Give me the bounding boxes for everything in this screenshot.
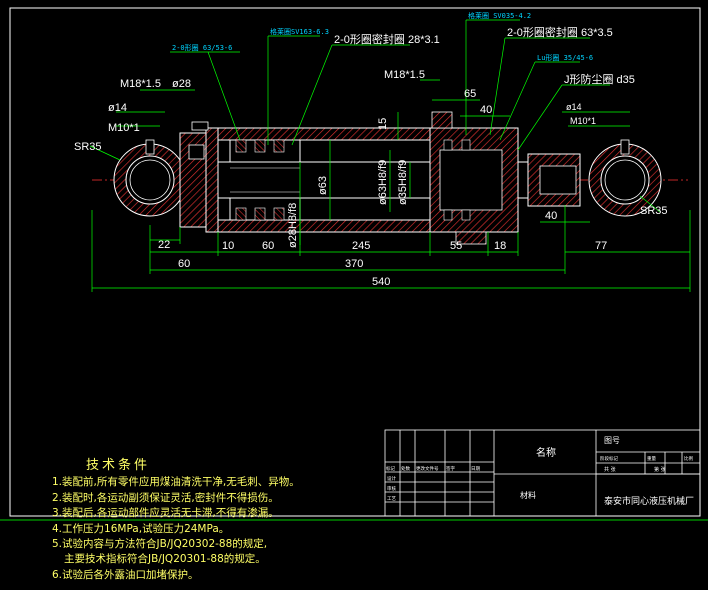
dim-40-top: 40 [480, 104, 492, 116]
note-line-1: 1.装配前,所有零件应用煤油清洗干净,无毛刺、异物。 [52, 476, 300, 489]
tb-right-0: 阶段标记 [600, 455, 618, 462]
label-phi14-right: ø14 [566, 102, 582, 112]
label-phi28: ø28 [172, 78, 191, 90]
note-line-7: 6.试验后各外露油口加堵保护。 [52, 568, 199, 581]
callout-7: J形防尘圈 d35 [564, 72, 635, 86]
dim-65: 65 [464, 88, 476, 100]
callout-4: 格莱圈 SV035-4.2 [468, 11, 531, 20]
label-phi63: ø63 [317, 176, 329, 195]
title-block [384, 429, 701, 517]
tb-role-2: 工艺 [387, 496, 396, 502]
technical-notes: 技术条件 1.装配前,所有零件应用煤油清洗干净,无毛刺、异物。 2.装配时,各运… [52, 458, 300, 583]
label-sr35-left: SR35 [74, 141, 102, 153]
tb-mark-2: 更改文件号 [416, 465, 439, 472]
label-sr35-right: SR35 [640, 205, 668, 217]
tb-drawing-no: 图号 [604, 436, 620, 445]
label-phi14-left: ø14 [108, 102, 127, 114]
dim-245: 245 [352, 240, 370, 252]
tb-name-label: 名称 [536, 446, 556, 459]
tb-role-0: 设计 [387, 475, 396, 482]
label-m10-left: M10*1 [108, 122, 140, 134]
dim-overall: 540 [372, 276, 390, 288]
left-clevis [113, 139, 187, 217]
label-m10-right: M10*1 [570, 116, 596, 126]
tb-role-1: 审核 [387, 485, 396, 492]
tb-mark-3: 签字 [446, 465, 455, 472]
tb-mark-4: 日期 [471, 466, 480, 472]
dim-77: 77 [595, 240, 607, 252]
callout-5: 2-0形圈密封圈 63*3.5 [507, 25, 613, 39]
tb-sheet-no: 第 张 [654, 466, 666, 473]
dim-55: 55 [450, 240, 462, 252]
left-end-cap [179, 127, 219, 233]
notes-title: 技术条件 [86, 458, 151, 473]
label-phi28h8: ø28H8/f8 [287, 203, 299, 248]
tb-mark-0: 标记 [386, 465, 395, 472]
tb-right-2: 比例 [684, 455, 693, 462]
note-line-4: 4.工作压力16MPa,试验压力24MPa。 [52, 522, 230, 535]
cylinder-assembly [92, 111, 688, 245]
dim-370: 370 [345, 258, 363, 270]
label-m18-right: M18*1.5 [384, 69, 425, 81]
dim-10: 10 [222, 240, 234, 252]
dim-18: 18 [494, 240, 506, 252]
tb-sheet-total: 共 张 [604, 466, 616, 473]
label-phi63h8: ø63H8/f9 [377, 160, 389, 205]
callout-2: 格莱圈SV163-6.3 [270, 27, 329, 36]
dim-22: 22 [158, 239, 170, 251]
port-left [191, 121, 209, 131]
note-line-6: 主要技术指标符合JB/JQ20301-88的规定。 [64, 553, 266, 566]
right-gland [429, 111, 519, 245]
tb-material: 材料 [520, 490, 536, 500]
note-line-2: 2.装配时,各运动副须保证灵活,密封件不得损伤。 [52, 491, 279, 504]
dim-40-right: 40 [545, 210, 557, 222]
dimension-lines [89, 19, 691, 292]
label-phi35h8: ø35H8/f9 [397, 160, 409, 205]
callout-1: 2-0形圈 63/53-6 [172, 44, 232, 52]
dim-60a: 60 [178, 258, 190, 270]
dim-60b: 60 [262, 240, 274, 252]
tb-company: 泰安市同心液压机械厂 [604, 495, 694, 507]
tb-right-1: 重量 [647, 455, 656, 462]
callout-6: Lu形圈 35/45-6 [537, 54, 593, 62]
label-m18-left: M18*1.5 [120, 78, 161, 90]
dim-15: 15 [377, 118, 389, 130]
note-line-3: 3.装配后,各运动部件应灵活无卡滞,不得有渗漏。 [52, 507, 279, 520]
sheet-border [9, 7, 701, 517]
tb-mark-1: 处数 [401, 465, 410, 472]
note-line-5: 5.试验内容与方法符合JB/JQ20302-88的规定, [52, 538, 268, 551]
callout-3: 2-0形圈密封圈 28*3.1 [334, 32, 440, 46]
